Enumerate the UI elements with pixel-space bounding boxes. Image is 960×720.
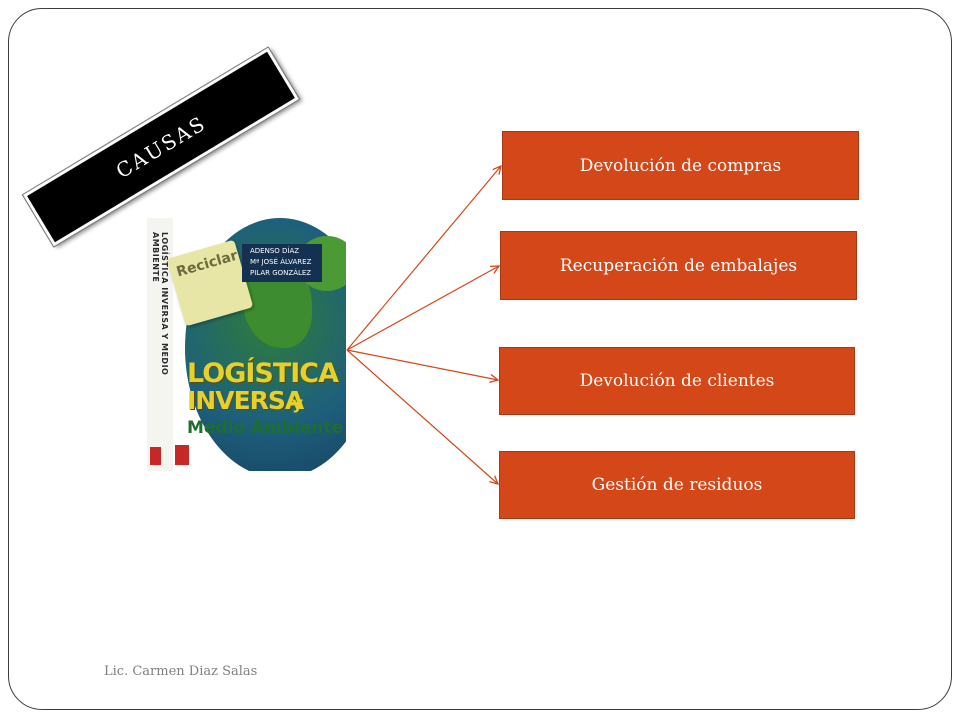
- cause-box-gestion-residuos: Gestión de residuos: [499, 451, 855, 519]
- cover-title-connector: y: [292, 394, 304, 414]
- cause-box-devolucion-compras: Devolución de compras: [502, 131, 859, 200]
- author-name: PILAR GONZÁLEZ: [250, 269, 312, 277]
- cover-title-line-2: INVERSA: [187, 386, 304, 415]
- book-spine: LOGÍSTICA INVERSA Y MEDIO AMBIENTE: [147, 218, 173, 471]
- cause-label: Recuperación de embalajes: [559, 255, 798, 276]
- publisher-logo: [150, 447, 161, 465]
- cover-title-line-1: LOGÍSTICA: [187, 358, 339, 389]
- sticker-label: Reciclar: [174, 247, 240, 281]
- book-cover-image: LOGÍSTICA INVERSA Y MEDIO AMBIENTE Recic…: [147, 218, 346, 471]
- publisher-logo: [175, 445, 189, 465]
- cover-subtitle: Medio Ambiente: [187, 418, 344, 438]
- author-name: Mª JOSÉ ÁLVAREZ: [250, 258, 312, 266]
- cause-box-devolucion-clientes: Devolución de clientes: [499, 347, 855, 415]
- cause-label: Gestión de residuos: [591, 475, 763, 495]
- author-name: ADENSO DÍAZ: [250, 247, 300, 255]
- spine-title: LOGÍSTICA INVERSA Y MEDIO AMBIENTE: [151, 232, 169, 376]
- cause-box-recuperacion-embalajes: Recuperación de embalajes: [500, 231, 857, 300]
- footer-author: Lic. Carmen Diaz Salas: [104, 664, 258, 679]
- cause-label: Devolución de compras: [579, 155, 782, 176]
- cause-label: Devolución de clientes: [579, 371, 775, 391]
- authors-box: ADENSO DÍAZ Mª JOSÉ ÁLVAREZ PILAR GONZÁL…: [242, 244, 322, 282]
